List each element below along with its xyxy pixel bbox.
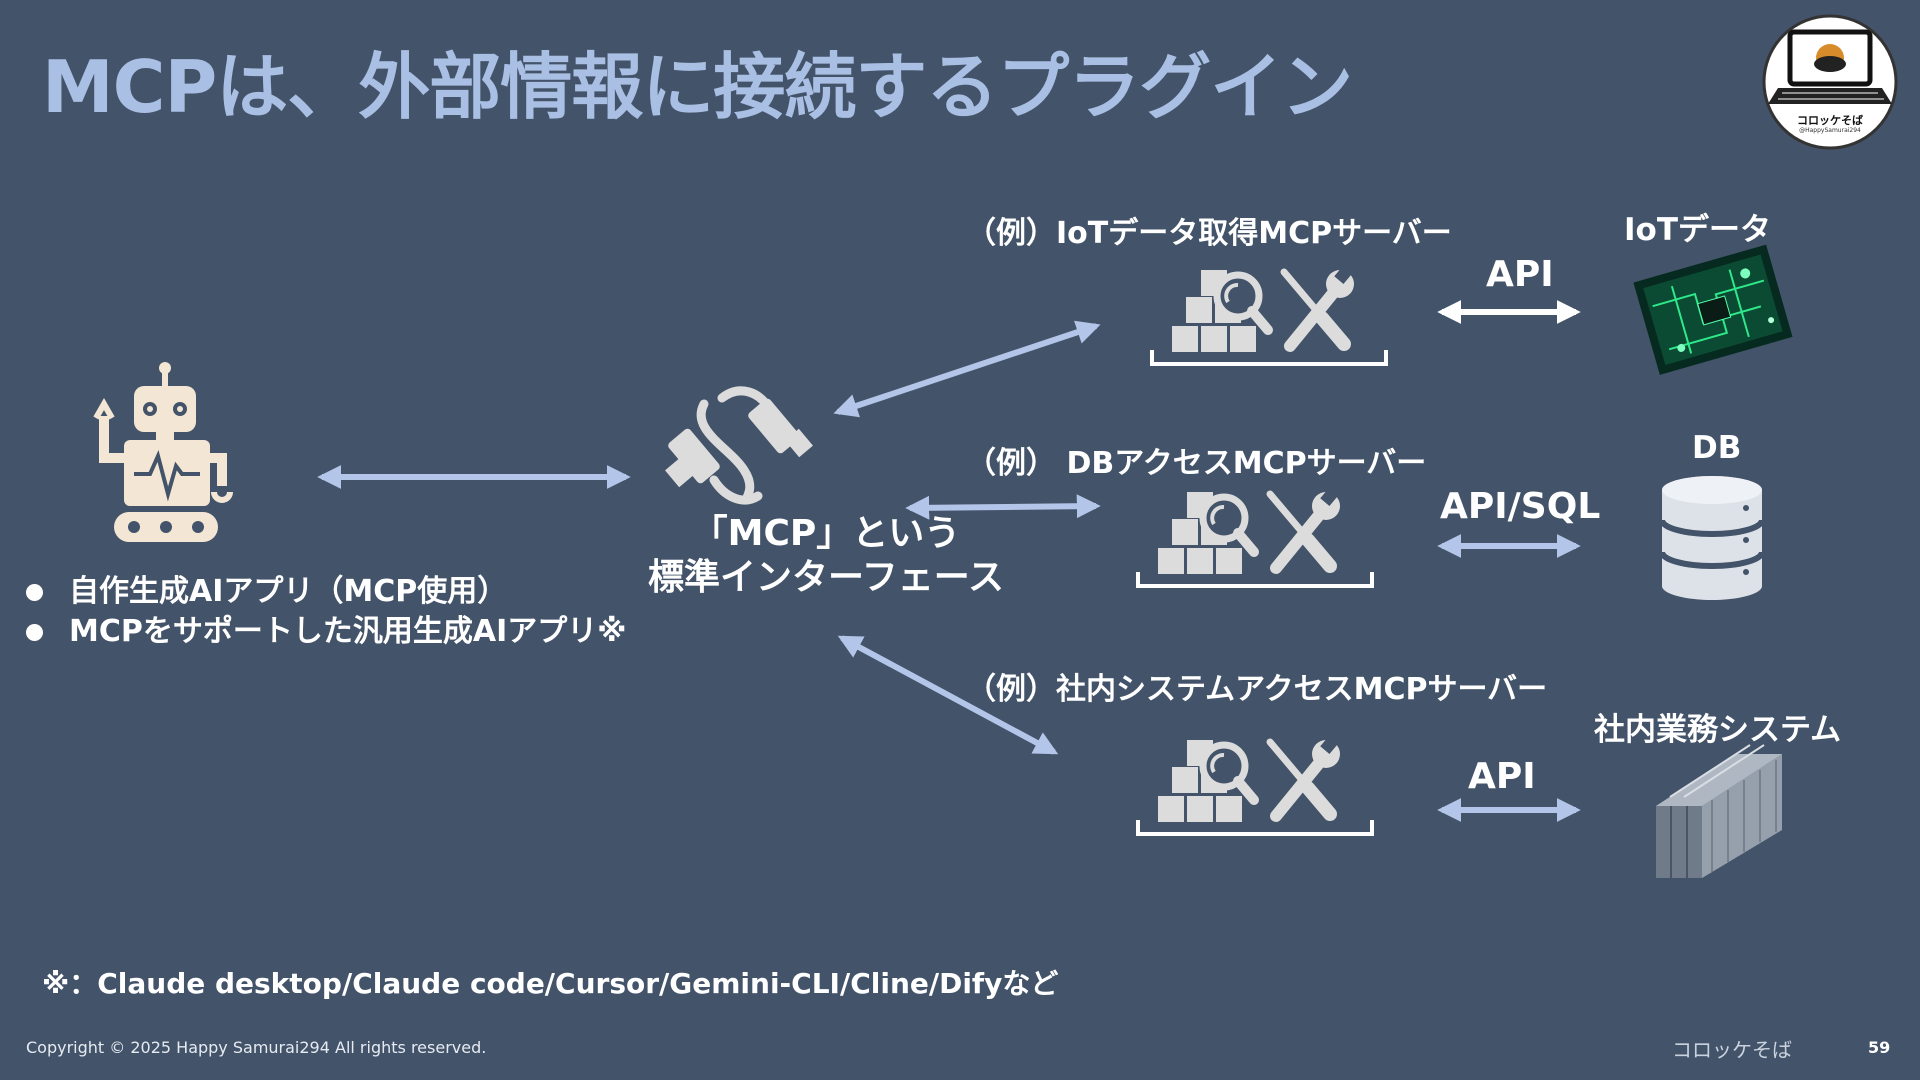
usb-cable-icon xyxy=(665,386,813,505)
mcp-interface-label: 「MCP」という 標準インターフェース xyxy=(626,512,1026,600)
client-bullet-list: 自作生成AIアプリ（MCP使用） MCPをサポートした汎用生成AIアプリ※ xyxy=(26,572,626,652)
circuit-board-image xyxy=(1633,244,1793,375)
target-label-db: DB xyxy=(1692,430,1742,466)
robot-icon xyxy=(93,362,233,542)
target-label-internal: 社内業務システム xyxy=(1594,712,1842,748)
server-rack-image xyxy=(1656,744,1782,878)
footer-brand: コロッケそば xyxy=(1672,1038,1792,1062)
server-tools-icon xyxy=(1138,486,1372,586)
api-label-db: API/SQL xyxy=(1440,486,1601,527)
database-icon xyxy=(1659,476,1765,600)
page-number: 59 xyxy=(1868,1038,1891,1057)
bullet-dot xyxy=(26,623,43,641)
server-tools-icon xyxy=(1152,264,1386,364)
arrow-mcp-internal xyxy=(837,635,1059,755)
arrow-mcp-iot xyxy=(833,320,1101,418)
list-item: MCPをサポートした汎用生成AIアプリ※ xyxy=(26,612,626,652)
bullet-text: 自作生成AIアプリ（MCP使用） xyxy=(69,574,508,609)
mcp-label-line2: 標準インターフェース xyxy=(647,557,1005,598)
bullet-dot xyxy=(26,583,43,601)
arrow-mcp-db xyxy=(905,494,1101,520)
server-tools-icon xyxy=(1138,734,1372,834)
server-label-iot: （例）IoTデータ取得MCPサーバー xyxy=(966,216,1452,251)
bullet-text: MCPをサポートした汎用生成AIアプリ※ xyxy=(69,614,627,649)
api-label-iot: API xyxy=(1486,254,1554,295)
logo-handle: @HappySamurai294 xyxy=(1799,127,1861,134)
footnote: ※：Claude desktop/Claude code/Cursor/Gemi… xyxy=(42,967,1059,1000)
target-label-iot: IoTデータ xyxy=(1624,212,1771,248)
footer-copyright: Copyright © 2025 Happy Samurai294 All ri… xyxy=(26,1038,487,1057)
api-label-internal: API xyxy=(1468,756,1536,797)
server-label-internal: （例）社内システムアクセスMCPサーバー xyxy=(966,672,1548,707)
logo-text: コロッケそば xyxy=(1797,114,1863,127)
list-item: 自作生成AIアプリ（MCP使用） xyxy=(26,572,626,612)
mcp-label-line1: 「MCP」という xyxy=(691,513,961,554)
server-label-db: （例） DBアクセスMCPサーバー xyxy=(966,446,1427,481)
page-title: MCPは、外部情報に接続するプラグイン xyxy=(42,45,1353,129)
